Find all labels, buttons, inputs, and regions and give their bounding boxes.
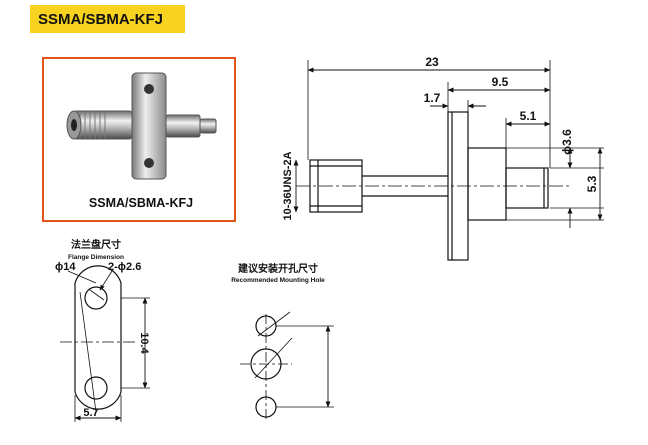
dim-body-diameter: 5.3 bbox=[585, 175, 599, 192]
flange-title-en: Flange Dimension bbox=[68, 254, 124, 261]
dim-right-length: 9.5 bbox=[492, 75, 509, 89]
dim-flange-thickness: 1.7 bbox=[424, 91, 441, 105]
side-view bbox=[293, 60, 604, 261]
product-photo-frame: SSMA/SBMA-KFJ bbox=[42, 57, 236, 222]
dim-thread-spec: 10-36UNS-2A bbox=[282, 151, 294, 220]
flange-hole-spacing: 10.4 bbox=[138, 332, 150, 354]
flange-outer-diameter: ϕ14 bbox=[55, 261, 76, 273]
flange-title-cn: 法兰盘尺寸 bbox=[71, 238, 121, 251]
photo-caption: SSMA/SBMA-KFJ bbox=[89, 196, 193, 210]
flange-hole-spec: 2-ϕ2.6 bbox=[108, 261, 141, 273]
dim-total-length: 23 bbox=[425, 55, 439, 69]
mounting-view bbox=[240, 311, 334, 420]
flange-view bbox=[60, 265, 150, 422]
flange-width: 5.7 bbox=[83, 407, 98, 419]
dim-right-tip-length: 5.1 bbox=[520, 109, 537, 123]
connector-photo: SSMA/SBMA-KFJ bbox=[66, 72, 217, 210]
product-title-banner: SSMA/SBMA-KFJ bbox=[30, 5, 185, 33]
mounting-title-cn: 建议安装开孔尺寸 bbox=[237, 262, 318, 275]
mounting-title-en: Recommended Mounting Hole bbox=[231, 277, 325, 284]
dim-tip-diameter: ϕ3.6 bbox=[560, 129, 574, 155]
